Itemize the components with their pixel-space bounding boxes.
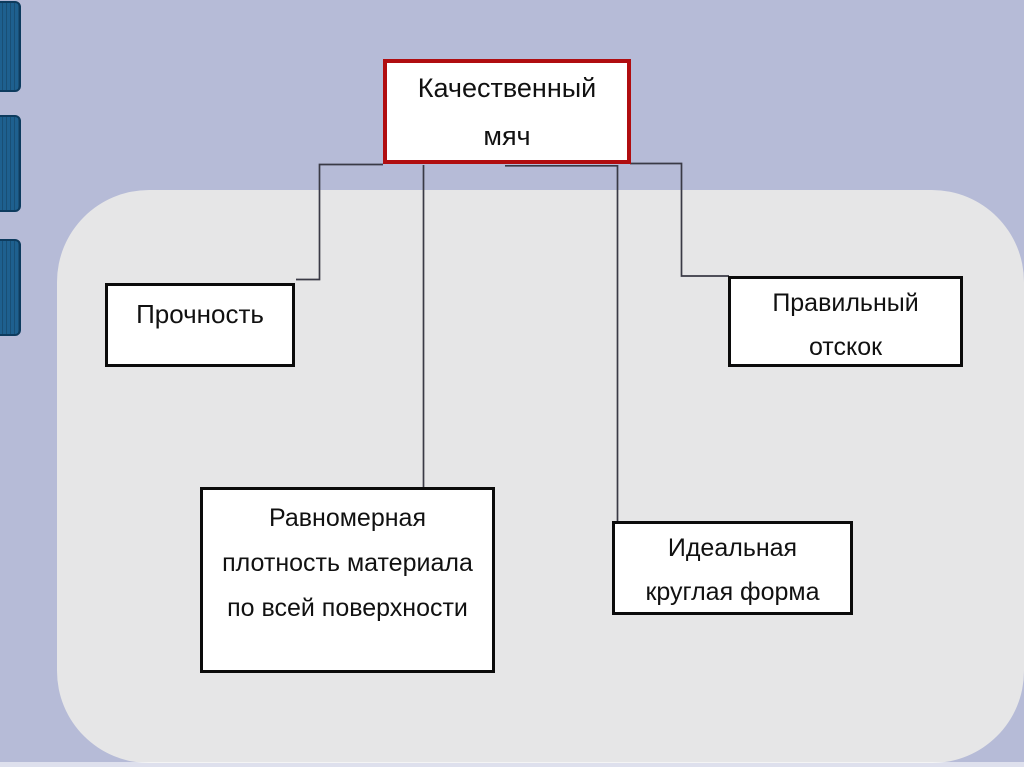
connector-root-to-strength — [296, 163, 383, 281]
diagram-node-strength: Прочность — [105, 283, 295, 367]
node-label-line: Идеальная — [667, 534, 798, 562]
node-label-line: Равномерная — [269, 504, 426, 532]
node-label-line: Правильный — [772, 289, 919, 317]
slide-bottom-edge — [0, 762, 1024, 767]
node-label-line: Прочность — [136, 299, 264, 329]
diagram-node-shape: Идеальная круглая форма — [612, 521, 853, 615]
diagram-node-density: Равномерная плотность материала по всей … — [200, 487, 495, 673]
node-label-line: Качественный — [417, 73, 597, 103]
diagram-node-bounce: Правильный отскок — [728, 276, 963, 367]
node-label-line: плотность материала — [222, 549, 473, 577]
node-label-line: мяч — [483, 121, 531, 151]
edge-tab-1 — [0, 1, 21, 92]
connector-root-to-shape — [505, 164, 619, 522]
diagram-node-root: Качественный мяч — [383, 59, 631, 164]
node-label-line: отскок — [808, 333, 883, 361]
edge-tab-2 — [0, 115, 21, 212]
node-label-line: круглая форма — [645, 578, 820, 606]
node-label-line: по всей поверхности — [227, 594, 468, 622]
edge-tab-3 — [0, 239, 21, 336]
connector-root-to-bounce — [630, 162, 729, 277]
